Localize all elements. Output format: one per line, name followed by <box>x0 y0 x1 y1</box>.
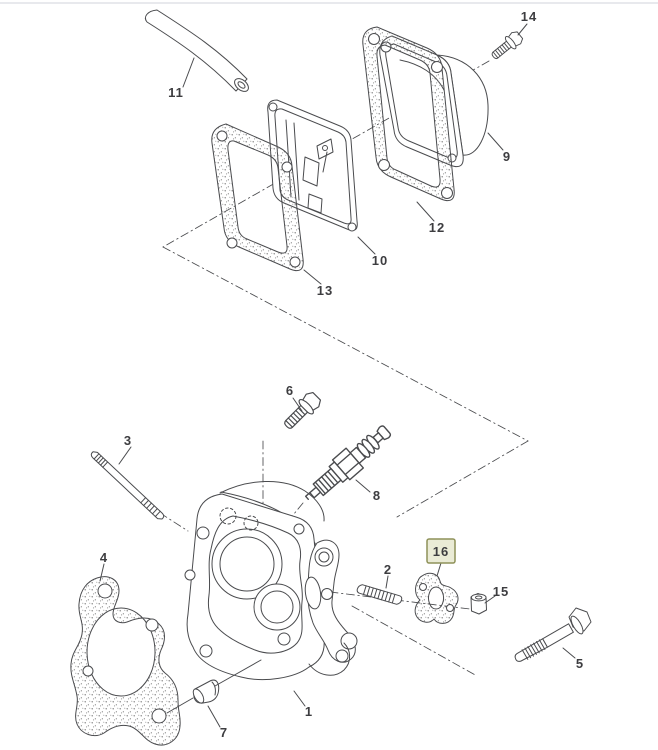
callout-14[interactable]: 14 <box>521 9 537 24</box>
ground-electrode <box>304 491 311 501</box>
callout-5[interactable]: 5 <box>576 656 584 671</box>
callout-10[interactable]: 10 <box>372 253 388 268</box>
part-bolt-14 <box>488 28 526 64</box>
page-top-border <box>0 2 658 4</box>
callout-16[interactable]: 16 <box>433 544 449 559</box>
centerline-bolt5 <box>351 605 478 677</box>
callout-8[interactable]: 8 <box>373 488 381 503</box>
part-gasket-12 <box>362 26 455 202</box>
callout-13[interactable]: 13 <box>317 283 333 298</box>
callout-1[interactable]: 1 <box>305 704 313 719</box>
callout-leader-lines <box>99 23 576 728</box>
part-stud-3 <box>90 451 165 520</box>
callout-9[interactable]: 9 <box>503 149 511 164</box>
reed-stopper <box>316 138 334 173</box>
callout-7[interactable]: 7 <box>220 725 228 740</box>
part-hose <box>144 9 249 92</box>
intake-port <box>304 576 322 610</box>
callout-16-highlight-box[interactable] <box>426 538 456 564</box>
part-nut <box>470 593 487 615</box>
callout-4[interactable]: 4 <box>100 550 108 565</box>
centerline-stud3 <box>159 512 189 532</box>
part-bolt-5 <box>514 607 592 662</box>
callout-6[interactable]: 6 <box>286 383 294 398</box>
centerline-middle <box>162 246 529 442</box>
part-gasket-13 <box>211 123 304 272</box>
callout-16-selected[interactable]: 16 <box>426 538 456 564</box>
callout-15[interactable]: 15 <box>493 584 509 599</box>
part-head-gasket <box>70 576 181 746</box>
callout-12[interactable]: 12 <box>429 220 445 235</box>
gasket-surface-outline <box>207 515 303 654</box>
centerline-lower <box>396 440 529 518</box>
part-carb-gasket <box>414 572 459 624</box>
callout-11[interactable]: 11 <box>168 85 184 100</box>
part-spark-plug <box>304 425 392 501</box>
callout-3[interactable]: 3 <box>124 433 132 448</box>
hose-end-opening <box>234 78 249 92</box>
part-stud-2 <box>356 584 403 605</box>
part-cylinder <box>184 481 358 681</box>
dowel-fit-line <box>166 659 262 714</box>
callout-labels: 11 14 9 12 10 13 6 3 8 4 2 15 5 1 7 16 <box>100 9 584 740</box>
flange-stud-hole <box>321 588 333 600</box>
part-dowel-pin <box>166 659 262 714</box>
callout-2[interactable]: 2 <box>384 562 392 577</box>
cylinder-top-silhouette <box>219 481 325 522</box>
